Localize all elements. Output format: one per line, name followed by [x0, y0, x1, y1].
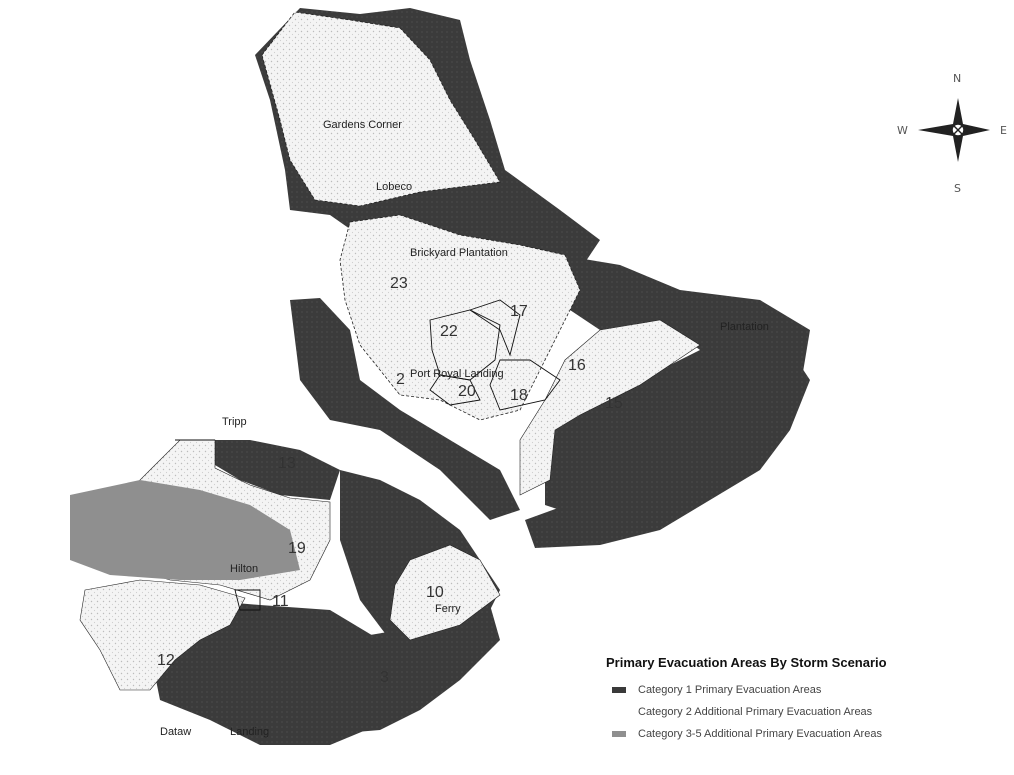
place-label: Brickyard Plantation	[410, 247, 508, 259]
southeast-dark-island	[310, 600, 500, 735]
southeast-dark-region	[525, 350, 810, 548]
category-3-5-areas	[70, 480, 300, 580]
legend-item-category-3-5: Category 3-5 Additional Primary Evacuati…	[600, 723, 1010, 745]
east-dark-region	[545, 255, 810, 520]
compass-rose: N S E W	[897, 72, 1007, 195]
west-dark-channel	[290, 298, 520, 520]
ferry-light-area	[389, 544, 501, 641]
legend-title: Primary Evacuation Areas By Storm Scenar…	[606, 655, 887, 670]
place-label: Plantation	[720, 321, 769, 333]
zone-number: 23	[390, 275, 408, 292]
brickyard-area	[339, 214, 581, 421]
west-medium-area	[70, 480, 300, 580]
legend-swatch-category-1	[612, 687, 626, 693]
compass-west: W	[897, 124, 908, 137]
zone-number: 11	[272, 593, 289, 610]
zone-number: 10	[426, 584, 444, 601]
legend-item-category-2: Category 2 Additional Primary Evacuation…	[600, 701, 1010, 723]
legend-swatch-category-3-5	[612, 731, 626, 737]
place-label: Ferry	[435, 603, 461, 615]
category-2-areas	[79, 11, 701, 691]
legend-label: Category 3-5 Additional Primary Evacuati…	[638, 728, 882, 740]
west-dark-finger	[215, 440, 340, 500]
compass-south: S	[954, 182, 961, 195]
map-legend: Primary Evacuation Areas By Storm Scenar…	[600, 655, 1010, 745]
zone-number: 2	[396, 371, 405, 388]
zone-number: 22	[440, 323, 458, 340]
legend-label: Category 2 Additional Primary Evacuation…	[638, 706, 873, 718]
southwest-light-area	[79, 579, 246, 691]
zone-number: 12	[157, 652, 175, 669]
place-label: Gardens Corner	[323, 119, 402, 131]
zone-numbers: 23 22 17 2 20 18 16 15 13 19 11 10 12 3	[157, 275, 623, 686]
place-label: Landing	[230, 726, 269, 738]
legend-label: Category 1 Primary Evacuation Areas	[638, 684, 822, 696]
zone-number: 17	[510, 303, 528, 320]
legend-item-category-1: Category 1 Primary Evacuation Areas	[600, 679, 1010, 701]
zone-boundaries	[175, 299, 561, 611]
east-stipple-lobe	[519, 319, 701, 496]
zone-number: 19	[288, 540, 306, 557]
legend-swatch-category-2	[612, 709, 626, 715]
compass-east: E	[1000, 124, 1007, 137]
place-label: Hilton	[230, 563, 258, 575]
place-label: Tripp	[222, 416, 247, 428]
zone-number: 16	[568, 357, 586, 374]
place-label: Dataw	[160, 726, 191, 738]
zone-number: 20	[458, 383, 476, 400]
place-label: Port Royal Landing	[410, 368, 504, 380]
gardens-corner-area	[261, 11, 501, 207]
place-labels: Gardens Corner Lobeco Brickyard Plantati…	[160, 119, 769, 738]
zone-number: 18	[510, 387, 528, 404]
place-label: Lobeco	[376, 181, 412, 193]
zone-number: 15	[605, 395, 623, 412]
zone-number: 13	[278, 455, 296, 472]
compass-north: N	[953, 72, 961, 85]
zone-number: 3	[380, 669, 389, 686]
